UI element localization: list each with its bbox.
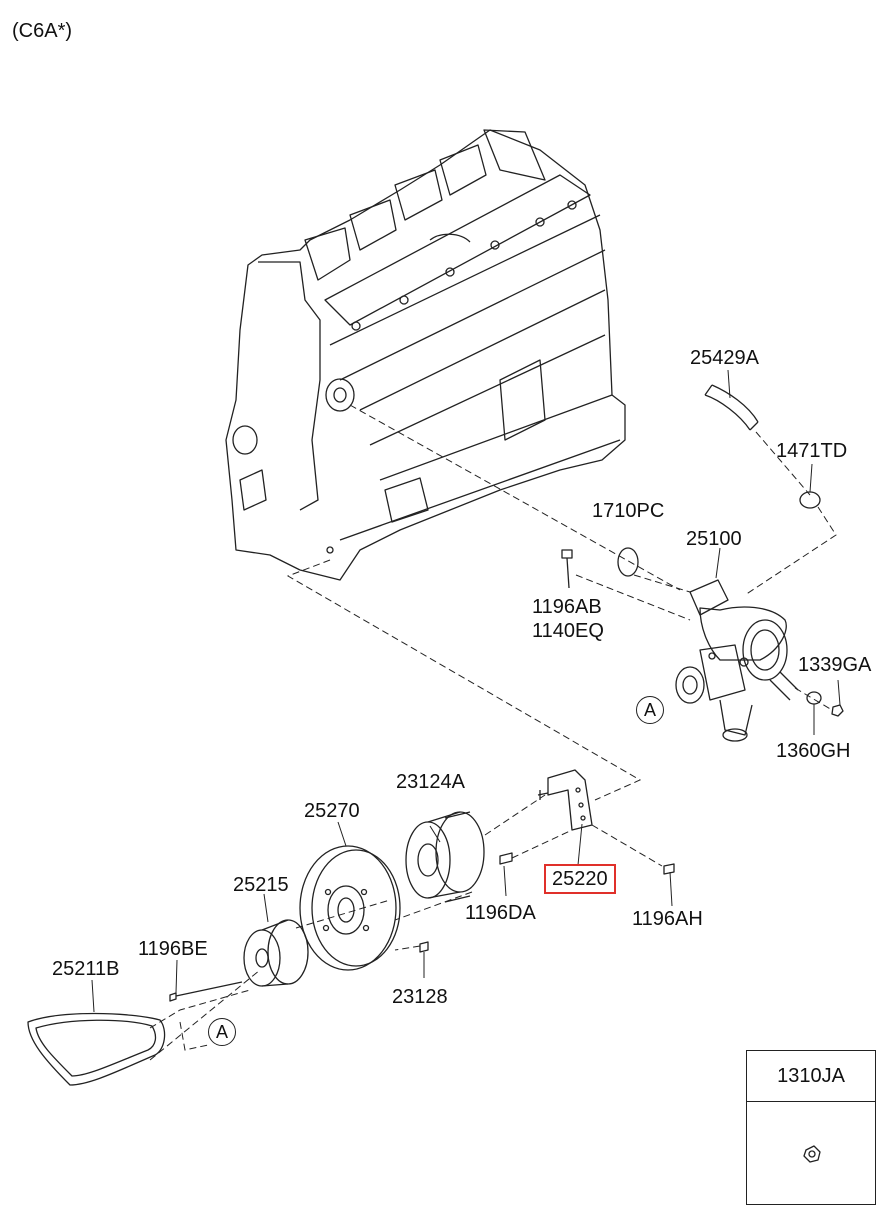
pulley-23124A bbox=[405, 811, 485, 903]
bolt-1196AH bbox=[663, 863, 675, 875]
bracket-25220 bbox=[547, 769, 593, 831]
part-label-25215[interactable]: 25215 bbox=[233, 874, 289, 896]
part-label-23128[interactable]: 23128 bbox=[392, 986, 448, 1008]
gasket-1710PC bbox=[617, 547, 639, 577]
bolt-1196DA bbox=[499, 852, 513, 865]
inset-nut-drawing bbox=[803, 1145, 821, 1163]
bolt-bracket bbox=[537, 790, 549, 800]
model-tag: (C6A*) bbox=[12, 20, 73, 42]
part-label-25211B[interactable]: 25211B bbox=[52, 958, 120, 980]
nut-1339GA bbox=[831, 704, 844, 717]
water-pump-25100 bbox=[675, 579, 799, 742]
part-label-25270[interactable]: 25270 bbox=[304, 800, 360, 822]
part-label-1196AH[interactable]: 1196AH bbox=[632, 908, 703, 930]
bolt-1196AB bbox=[561, 549, 573, 589]
part-label-1196BE[interactable]: 1196BE bbox=[138, 938, 208, 960]
belt-25211B bbox=[27, 1012, 166, 1086]
part-label-1196AB[interactable]: 1196AB bbox=[532, 596, 602, 618]
pulley-25215 bbox=[243, 919, 309, 987]
highlighted-part-label-25220[interactable]: 25220 bbox=[544, 864, 616, 894]
hose-25429A bbox=[704, 384, 759, 431]
callout-a-pump: A bbox=[636, 696, 664, 724]
part-label-25100[interactable]: 25100 bbox=[686, 528, 742, 550]
part-label-1471TD[interactable]: 1471TD bbox=[776, 440, 848, 462]
label-leaders bbox=[91, 369, 841, 1013]
damper-25270 bbox=[299, 845, 401, 971]
part-label-23124A[interactable]: 23124A bbox=[396, 771, 465, 793]
part-label-1196DA[interactable]: 1196DA bbox=[465, 902, 536, 924]
callout-a-belt: A bbox=[208, 1018, 236, 1046]
part-label-1710PC[interactable]: 1710PC bbox=[592, 500, 665, 522]
inset-title: 1310JA bbox=[747, 1051, 875, 1102]
part-label-25429A[interactable]: 25429A bbox=[690, 347, 759, 369]
inset-box-1310JA[interactable]: 1310JA bbox=[746, 1050, 876, 1205]
bolt-1196BE bbox=[169, 981, 243, 1002]
part-label-1339GA[interactable]: 1339GA bbox=[798, 654, 872, 676]
part-label-1360GH[interactable]: 1360GH bbox=[776, 740, 851, 762]
engine-block-drawing bbox=[225, 129, 626, 581]
bolt-23128 bbox=[419, 941, 429, 953]
assembly-lines bbox=[149, 404, 837, 1061]
part-label-1140EQ[interactable]: 1140EQ bbox=[532, 620, 604, 642]
